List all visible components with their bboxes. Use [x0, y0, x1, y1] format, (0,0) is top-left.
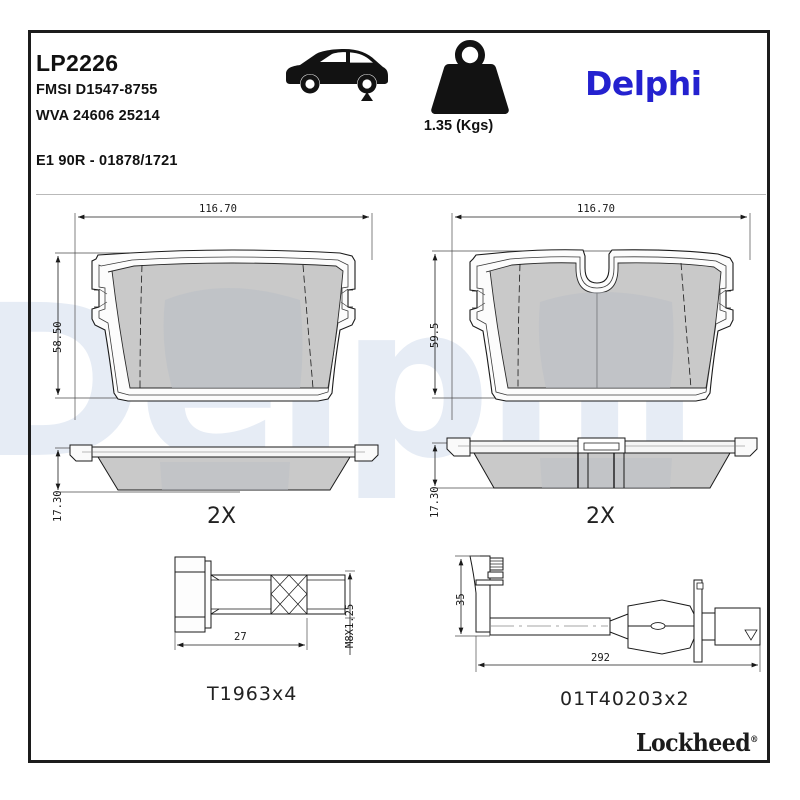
qty-pad-left: 2X: [207, 504, 237, 529]
dim-pad-right-thickness: 17.30: [429, 486, 441, 518]
dim-bolt-length: 27: [234, 631, 247, 643]
weight-icon: [427, 38, 513, 121]
car-rear-axle-icon: [280, 42, 390, 107]
part-number-sensor: 01T40203x2: [560, 688, 690, 710]
dim-pad-left-height: 58.50: [52, 321, 64, 353]
delphi-logo: Delphi: [585, 64, 702, 103]
sheet-border: [28, 30, 770, 763]
dim-pad-right-width: 116.70: [577, 203, 615, 215]
dim-pad-left-width: 116.70: [199, 203, 237, 215]
part-number-bolt: T1963x4: [207, 683, 298, 705]
dim-sensor-length: 292: [591, 652, 610, 664]
qty-pad-right: 2X: [586, 504, 616, 529]
dim-pad-left-thickness: 17.30: [52, 490, 64, 522]
lockheed-wordmark: Lockheed: [636, 728, 751, 757]
weight-value: 1.35 (Kgs): [423, 118, 494, 134]
lockheed-logo: Lockheed®: [636, 728, 758, 757]
header-divider: [36, 194, 766, 195]
ece-approval: E1 90R - 01878/1721: [36, 153, 178, 169]
wva-reference: WVA 24606 25214: [36, 108, 160, 124]
registered-mark: ®: [750, 735, 758, 745]
dim-bolt-thread: M8X1.25: [344, 603, 356, 648]
fmsi-reference: FMSI D1547-8755: [36, 82, 158, 98]
dim-pad-right-height: 59.5: [429, 322, 441, 348]
dim-sensor-height: 35: [455, 593, 467, 606]
part-code: LP2226: [36, 50, 119, 76]
